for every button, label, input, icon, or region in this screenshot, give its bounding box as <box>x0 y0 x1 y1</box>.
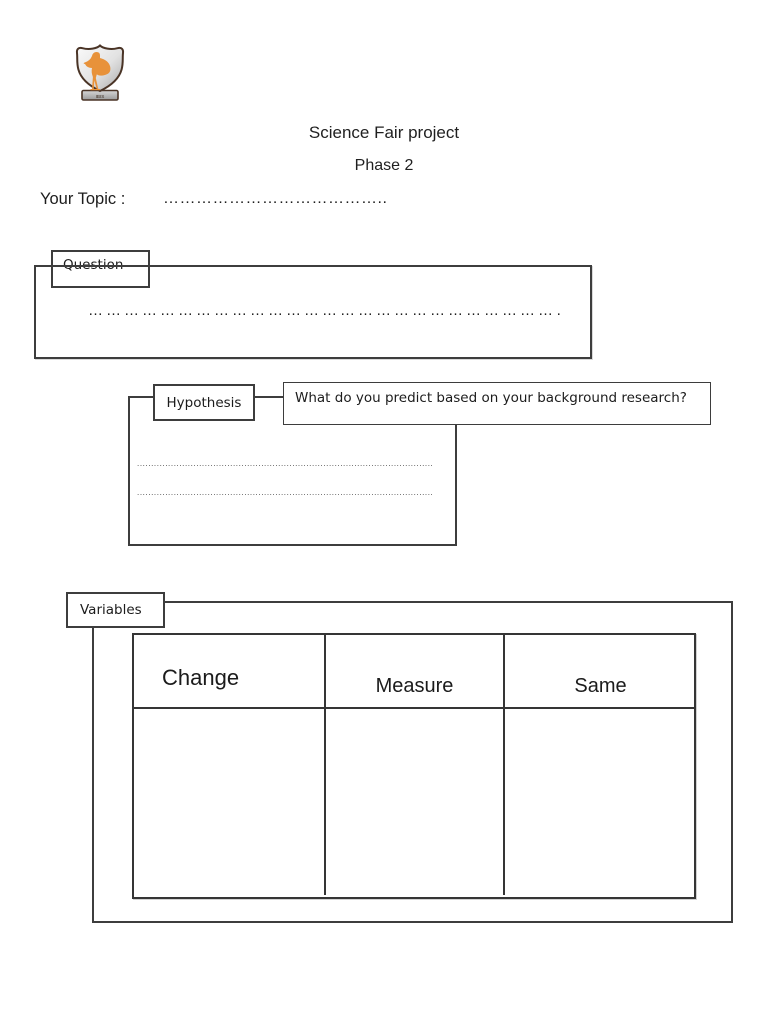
hypothesis-label-box: Hypothesis <box>153 384 255 421</box>
table-header-measure: Measure <box>326 635 505 709</box>
variables-label: Variables <box>80 602 142 618</box>
question-box <box>34 265 592 359</box>
topic-dotted-line: ………………………………….. <box>163 190 388 207</box>
question-dotted-line: ……………………………………………………………………….. <box>88 302 560 319</box>
page-subtitle: Phase 2 <box>354 157 414 174</box>
hypothesis-label: Hypothesis <box>166 394 242 411</box>
crest-logo: IBIS <box>72 42 128 104</box>
table-header-change: Change <box>134 635 326 709</box>
hypothesis-dotted-line-1: ........................................… <box>137 459 433 468</box>
variables-outline-top <box>165 601 733 603</box>
variables-outline-bottom <box>92 921 733 923</box>
hypothesis-dotted-line-2: ........................................… <box>137 488 433 497</box>
hypothesis-prompt: What do you predict based on your backgr… <box>295 390 687 406</box>
table-header-same: Same <box>505 635 696 709</box>
variables-outline-right <box>731 601 733 923</box>
hypothesis-prompt-box: What do you predict based on your backgr… <box>283 382 711 425</box>
crest-text: IBIS <box>96 94 105 99</box>
ibis-shield-icon: IBIS <box>75 44 125 101</box>
variables-outline-left <box>92 628 94 923</box>
topic-label: Your Topic : <box>40 190 126 208</box>
page-title: Science Fair project <box>308 123 460 142</box>
variables-label-box: Variables <box>66 592 165 628</box>
table-cell-same <box>505 709 696 895</box>
table-cell-measure <box>326 709 505 895</box>
table-cell-change <box>134 709 326 895</box>
ibis-icon <box>83 52 111 91</box>
variables-table: Change Measure Same <box>132 633 696 899</box>
